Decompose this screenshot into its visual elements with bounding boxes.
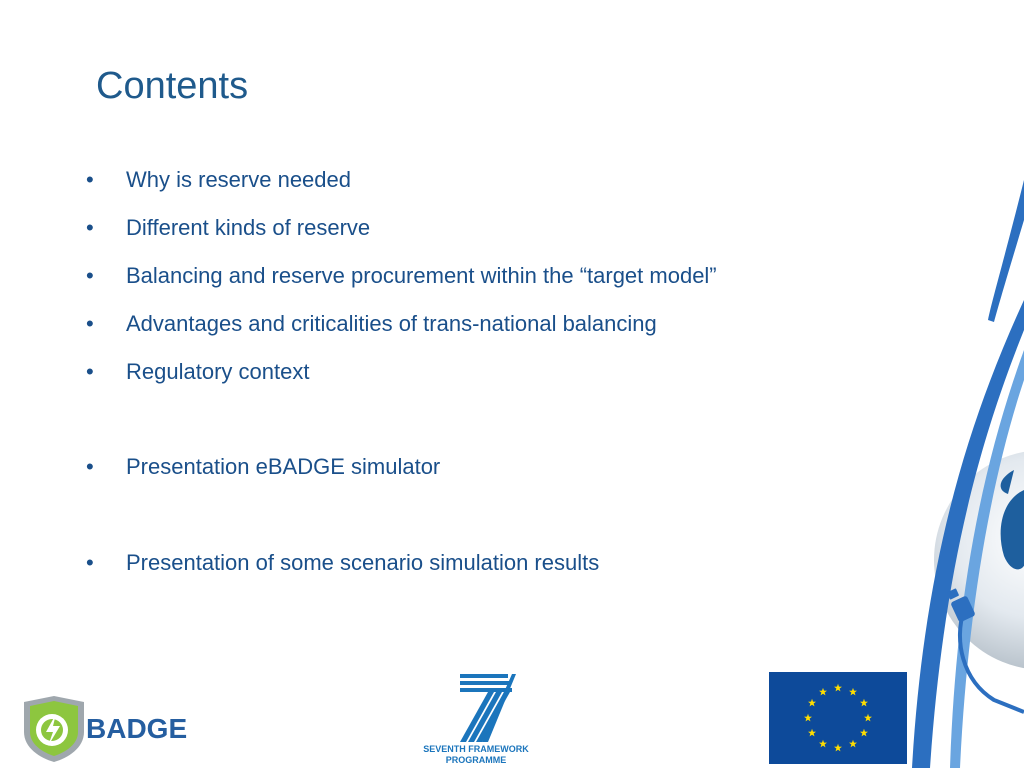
list-item-text: Advantages and criticalities of trans-na…	[126, 311, 657, 336]
ebadge-shield-icon	[24, 696, 84, 762]
eu-star-icon	[834, 743, 842, 752]
eu-flag-icon	[769, 672, 907, 764]
fp7-caption-line2: PROGRAMME	[445, 755, 507, 765]
eu-star-icon	[819, 739, 827, 748]
eu-star-icon	[808, 698, 817, 707]
globe-cable-icon	[912, 180, 1024, 768]
list-item-text: Regulatory context	[126, 359, 310, 384]
eu-star-icon	[859, 728, 868, 737]
eu-star-icon	[859, 698, 868, 707]
slide-title: Contents	[96, 65, 249, 107]
eu-star-icon	[808, 728, 817, 737]
eu-star-icon	[834, 683, 842, 692]
eu-star-icon	[804, 713, 812, 722]
bullet-icon: •	[86, 359, 94, 384]
eu-star-icon	[849, 739, 857, 748]
bullet-icon: •	[86, 454, 94, 479]
bullet-icon: •	[86, 215, 94, 240]
fp7-caption-line1: SEVENTH FRAMEWORK	[423, 744, 529, 754]
ebadge-wordmark: BADGE	[86, 713, 188, 744]
fp7-seven-icon	[460, 674, 516, 742]
bullet-icon: •	[86, 263, 94, 288]
eu-star-icon	[849, 687, 857, 696]
list-item-text: Why is reserve needed	[126, 167, 351, 192]
list-item-text: Different kinds of reserve	[126, 215, 371, 240]
bullet-icon: •	[86, 311, 94, 336]
eu-star-icon	[819, 687, 827, 696]
bullet-icon: •	[86, 167, 94, 192]
list-item-text: Presentation eBADGE simulator	[126, 454, 441, 479]
eu-star-icon	[864, 713, 872, 722]
list-item-text: Presentation of some scenario simulation…	[126, 550, 600, 575]
bullet-icon: •	[86, 550, 94, 575]
list-item-text: Balancing and reserve procurement within…	[126, 263, 717, 288]
